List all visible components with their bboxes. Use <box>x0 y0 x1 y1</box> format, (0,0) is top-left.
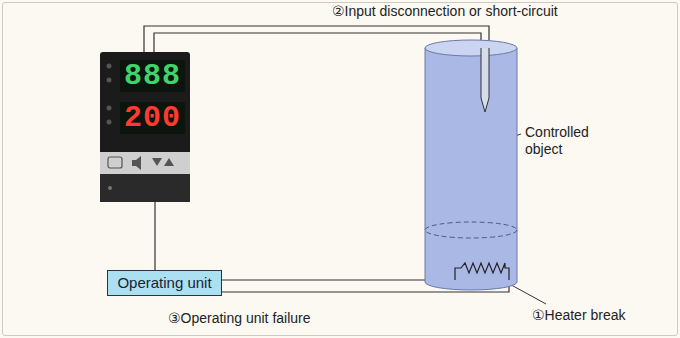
indicator-lamp <box>107 64 112 69</box>
controlled-object: Controlled object <box>425 40 517 290</box>
heater-resistor <box>455 263 509 280</box>
temperature-sensor <box>481 48 489 112</box>
wire-line <box>222 279 455 280</box>
dashed-level <box>425 222 517 238</box>
process-value-display: 888 <box>120 60 185 92</box>
temperature-controller: 888200 <box>100 52 190 202</box>
object-label: Controlled object <box>525 124 605 158</box>
indicator-lamp <box>107 106 112 111</box>
key-icon <box>108 157 122 168</box>
cylinder-body <box>425 48 517 290</box>
indicator-lamp <box>107 78 112 83</box>
signal-wire <box>155 202 156 270</box>
key-strip <box>100 152 190 174</box>
key-icon <box>152 158 162 166</box>
operating-unit-box: Operating unit <box>107 270 222 296</box>
fault-label: ②Input disconnection or short-circuit <box>332 3 558 20</box>
indicator-lamp <box>107 120 112 125</box>
fault-label: ①Heater break <box>532 307 625 324</box>
fault-label: ③Operating unit failure <box>168 310 311 327</box>
wire-line <box>154 202 155 270</box>
controller-base <box>100 174 190 202</box>
cylinder-top <box>425 40 517 56</box>
key-icon <box>132 156 141 170</box>
indicator-lamp <box>108 186 112 190</box>
box-label: Operating unit <box>108 274 221 292</box>
cylinder-vessel <box>425 40 517 290</box>
set-value-display: 200 <box>120 102 185 134</box>
key-icon <box>164 158 174 166</box>
